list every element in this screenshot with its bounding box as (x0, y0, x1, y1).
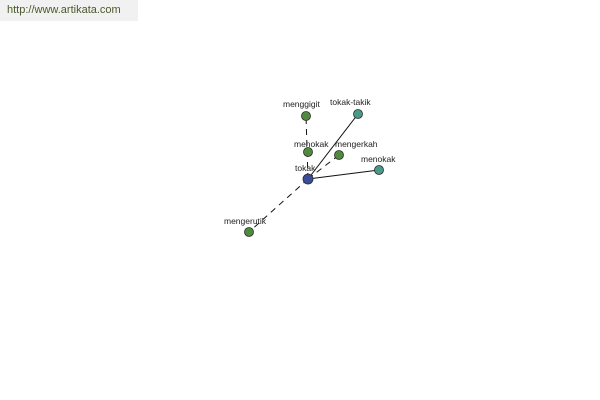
edge-tokak-menokak-1 (307, 169, 380, 180)
node-label-tokak-takik[interactable]: tokak-takik (330, 97, 371, 107)
source-url-link[interactable]: http://www.artikata.com (0, 0, 138, 21)
node-label-mengerutik[interactable]: mengerutik (224, 216, 267, 226)
labels-layer: tokak tokak-takik menokak menggigit menokak m… (224, 97, 396, 226)
node-menokak-1[interactable] (374, 165, 384, 175)
node-tokak[interactable] (302, 173, 314, 185)
node-label-menokak-1[interactable]: menokak (361, 154, 396, 164)
node-label-menggigit[interactable]: menggigit (283, 99, 320, 109)
node-tokak-takik[interactable] (353, 109, 363, 119)
node-label-mengerkah[interactable]: mengerkah (335, 139, 378, 149)
edge-tokak-tokak-takik (307, 113, 359, 180)
edge-tokak-mengerutik (248, 178, 309, 233)
edges-layer (248, 113, 380, 233)
node-mengerutik[interactable] (244, 227, 254, 237)
node-mengerkah[interactable] (334, 150, 344, 160)
node-label-menokak-2[interactable]: menokak (294, 139, 329, 149)
node-menggigit[interactable] (301, 111, 311, 121)
nodes-layer (244, 109, 384, 237)
node-menokak-2[interactable] (303, 147, 313, 157)
node-label-tokak[interactable]: tokak (295, 163, 316, 173)
